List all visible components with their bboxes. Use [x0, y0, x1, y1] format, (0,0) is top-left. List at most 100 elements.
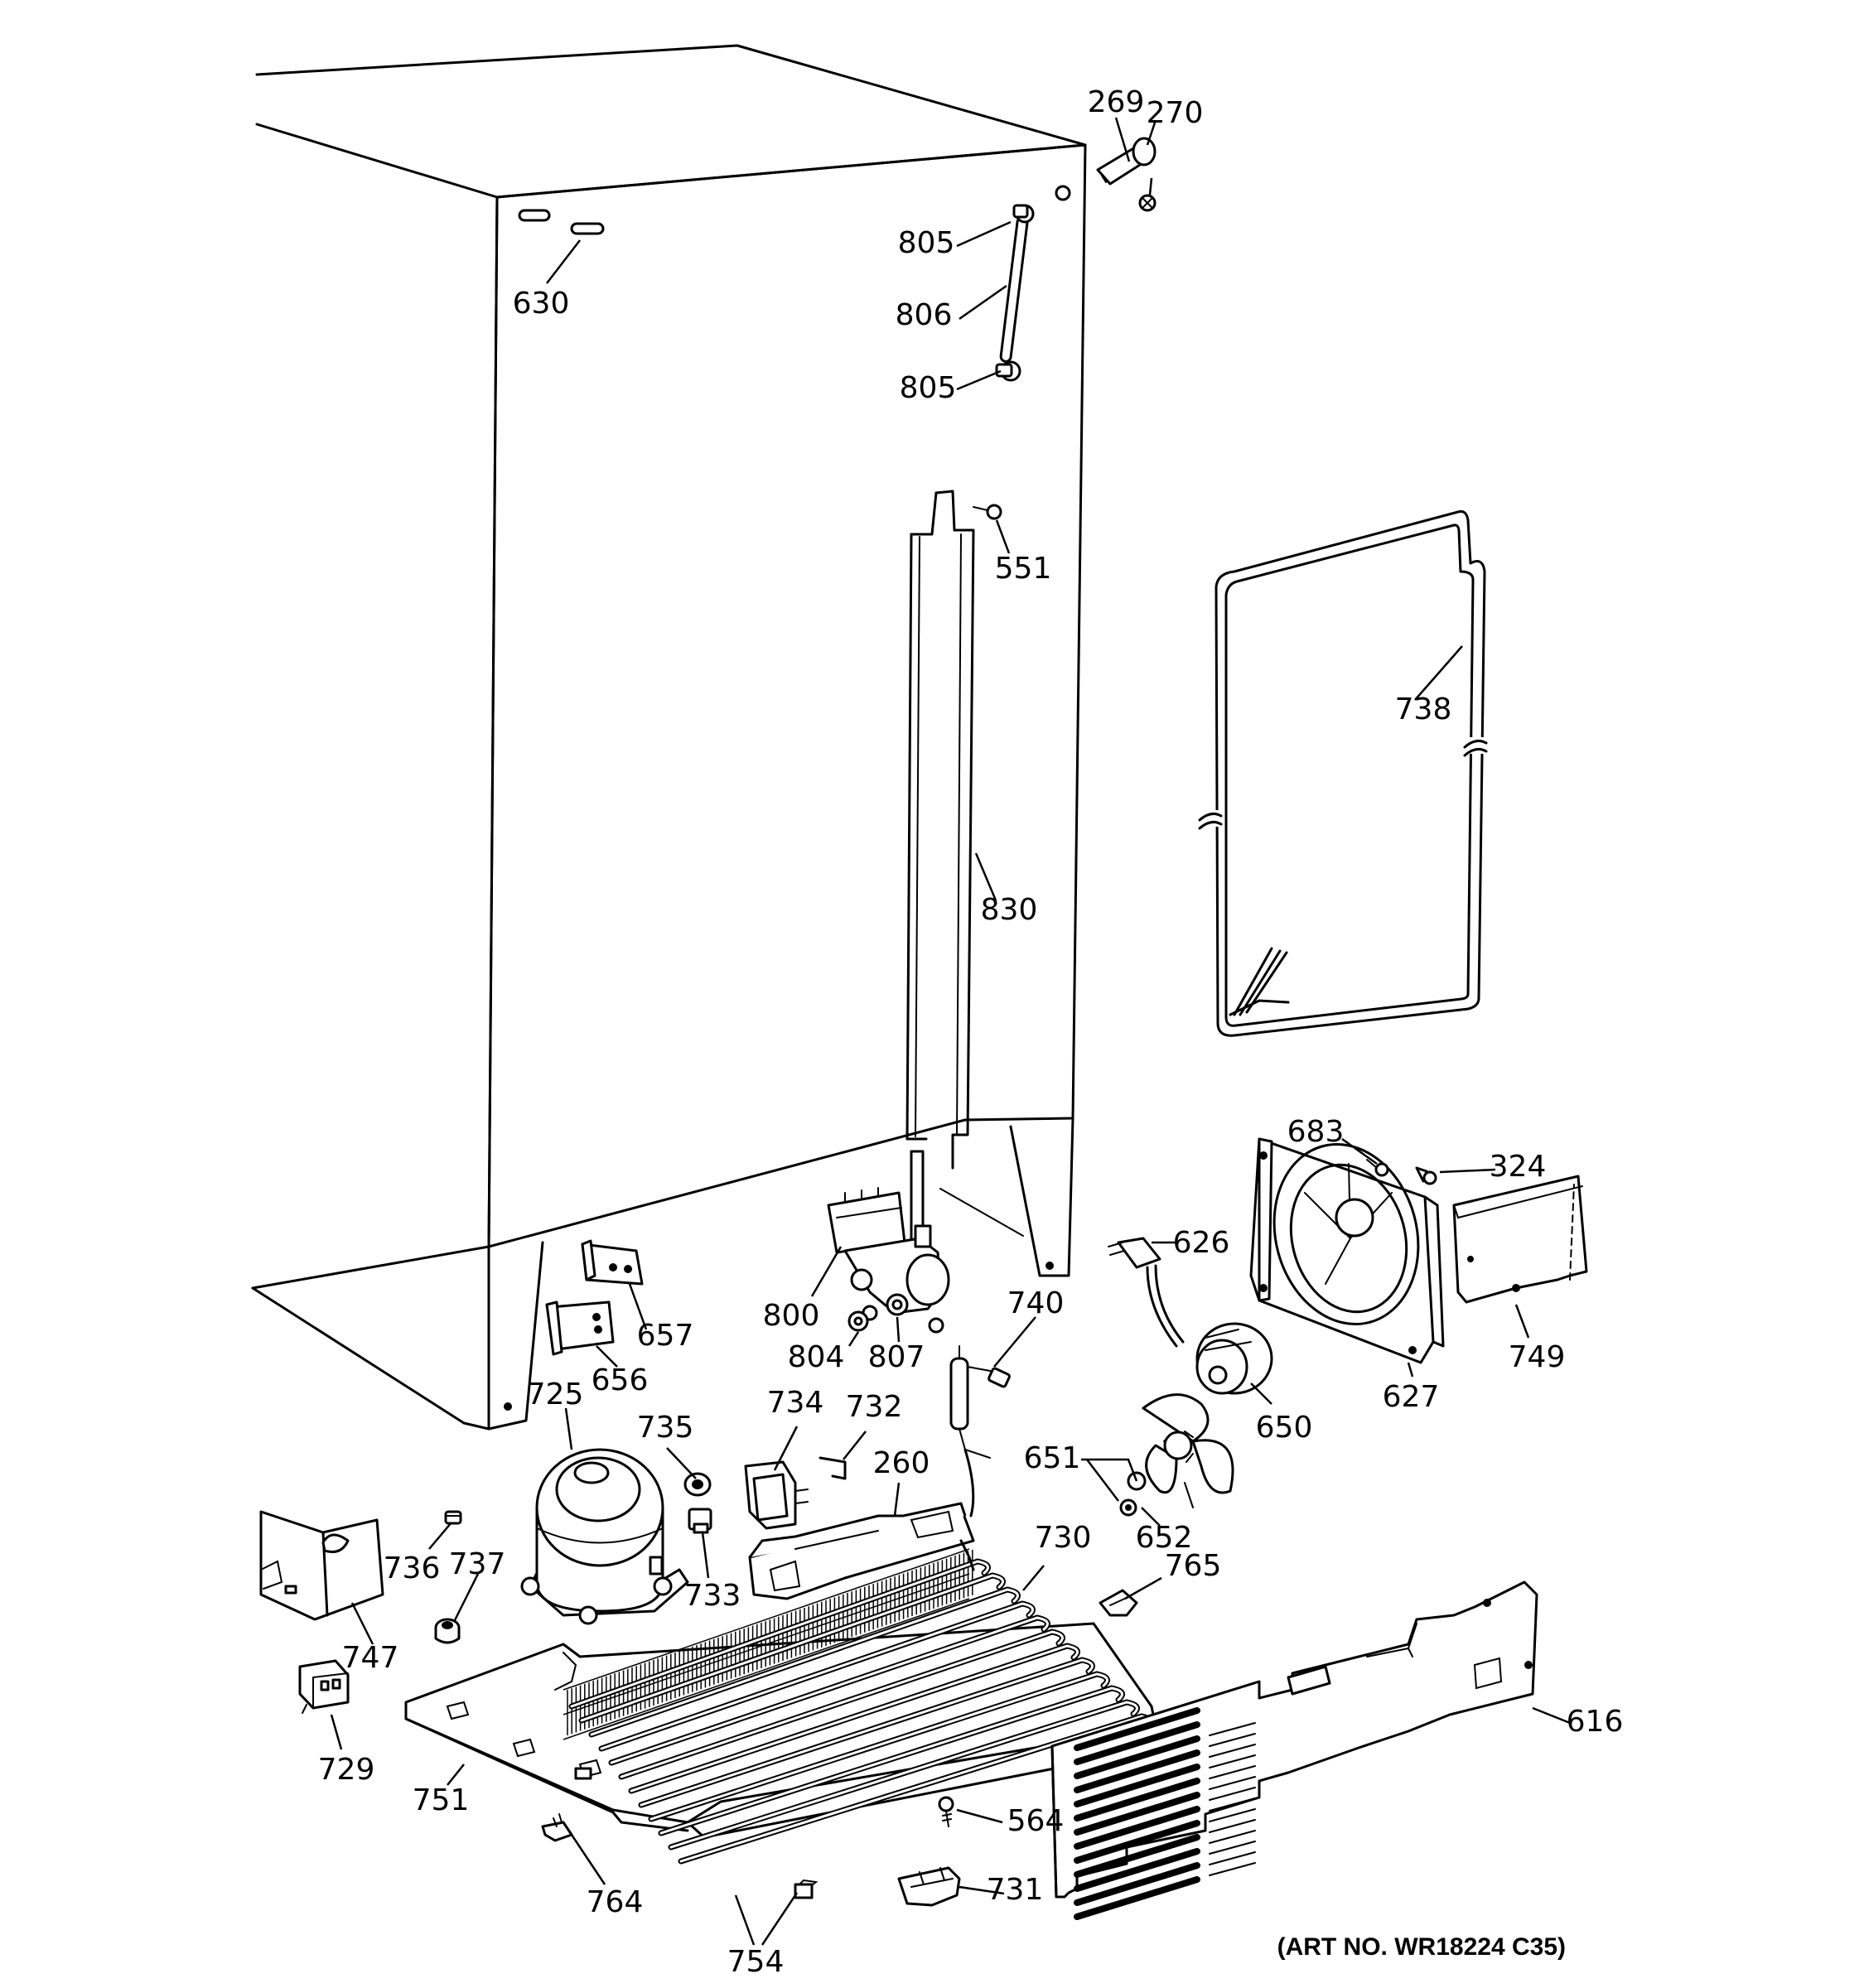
- grille-slot: [1074, 1820, 1200, 1864]
- part-269-270: [1096, 137, 1157, 212]
- grille-rib: [1209, 1830, 1256, 1844]
- washer-652: [1119, 1471, 1147, 1517]
- callout-630: 630: [513, 287, 570, 321]
- part-740: [949, 1345, 1011, 1459]
- grille-rib: [1209, 1776, 1256, 1790]
- grommet-737: [434, 1618, 461, 1644]
- grille-slot: [1074, 1848, 1200, 1892]
- callout-740: 740: [1007, 1286, 1065, 1320]
- compressor-725: [520, 1448, 689, 1625]
- callout-730: 730: [1035, 1521, 1092, 1555]
- coil-run-highlight: [640, 1658, 1094, 1807]
- leader-lines: [330, 117, 1571, 1946]
- callout-805-bottom: 805: [900, 371, 957, 405]
- callout-734: 734: [767, 1386, 824, 1420]
- callout-733: 733: [684, 1579, 741, 1613]
- callout-731: 731: [987, 1873, 1044, 1907]
- nuts-804-807: [847, 1293, 909, 1332]
- bracket-656: [545, 1300, 615, 1356]
- grille-slot: [1074, 1749, 1200, 1793]
- grille-slot: [1074, 1735, 1200, 1779]
- hose-806: [995, 204, 1035, 382]
- callout-564: 564: [1007, 1804, 1065, 1838]
- callout-324: 324: [1490, 1150, 1547, 1184]
- grille-slot: [1074, 1764, 1200, 1807]
- screw-551: [973, 504, 1002, 520]
- grille-slot: [1074, 1876, 1200, 1920]
- grille-slot: [1074, 1806, 1200, 1850]
- grille-slot: [1074, 1862, 1200, 1906]
- callout-627: 627: [1383, 1380, 1440, 1414]
- callout-260: 260: [873, 1446, 930, 1480]
- callout-labels: 269 270 630 805 806 805 551 738 830 683 …: [318, 85, 1624, 1979]
- callout-764: 764: [587, 1885, 644, 1919]
- clip-732: [819, 1456, 847, 1480]
- fan-blade-651: [1142, 1393, 1234, 1508]
- grille-616: [1050, 1580, 1538, 1920]
- screw-324: [1415, 1166, 1437, 1185]
- coil-run-highlight: [600, 1602, 1034, 1750]
- grille-rib: [1209, 1808, 1256, 1822]
- part-729: [298, 1659, 350, 1714]
- callout-747: 747: [342, 1641, 399, 1675]
- relay-734: [744, 1460, 809, 1530]
- motor-650: [1195, 1322, 1273, 1395]
- callout-736: 736: [384, 1551, 441, 1585]
- grille-slot: [1074, 1792, 1200, 1836]
- callout-725: 725: [527, 1378, 584, 1411]
- callout-830: 830: [981, 893, 1038, 927]
- coil-run-highlight: [630, 1644, 1079, 1793]
- callout-270: 270: [1147, 96, 1204, 130]
- grille-slot: [1074, 1834, 1200, 1878]
- callout-738: 738: [1395, 692, 1452, 726]
- callout-737: 737: [449, 1547, 506, 1581]
- fan-shroud-627: [1249, 1137, 1445, 1364]
- cover-747: [259, 1510, 384, 1621]
- cord-626: [1108, 1237, 1185, 1348]
- grille-slot: [1074, 1721, 1200, 1765]
- cover-749: [1452, 1175, 1588, 1304]
- grille-rib: [1209, 1862, 1256, 1876]
- grille-rib: [1209, 1754, 1256, 1768]
- coil-run-highlight: [669, 1701, 1138, 1849]
- coil-run-highlight: [590, 1588, 1019, 1736]
- callout-650: 650: [1256, 1411, 1313, 1445]
- coil-run-highlight: [620, 1630, 1064, 1778]
- callout-806: 806: [896, 298, 953, 332]
- callout-657: 657: [637, 1319, 694, 1353]
- callout-656: 656: [592, 1363, 649, 1397]
- callout-551: 551: [995, 552, 1052, 586]
- callout-729: 729: [318, 1753, 375, 1787]
- callout-735: 735: [637, 1411, 694, 1445]
- part-736: [444, 1510, 462, 1525]
- callout-683: 683: [1287, 1115, 1345, 1149]
- callout-804: 804: [788, 1340, 845, 1374]
- grille-rib: [1209, 1733, 1256, 1747]
- coil-run-highlight: [570, 1560, 989, 1708]
- grille-rib: [1209, 1819, 1256, 1833]
- grille-rib: [1209, 1765, 1256, 1779]
- grille-slot: [1074, 1778, 1200, 1822]
- callout-754: 754: [727, 1945, 785, 1979]
- wire-loop-738: [1196, 510, 1488, 1037]
- art-number: (ART NO. WR18224 C35): [1277, 1933, 1566, 1961]
- callout-732: 732: [846, 1390, 903, 1424]
- grille-rib: [1209, 1797, 1256, 1812]
- callout-616: 616: [1567, 1705, 1624, 1739]
- coil-run-highlight: [610, 1616, 1049, 1764]
- callout-800: 800: [763, 1299, 820, 1333]
- callout-651: 651: [1024, 1441, 1081, 1475]
- coil-run-highlight: [650, 1672, 1108, 1821]
- screw-564: [938, 1796, 954, 1827]
- callout-269: 269: [1088, 85, 1145, 119]
- drain-pan-260: [748, 1502, 975, 1600]
- callout-807: 807: [868, 1340, 925, 1374]
- grille-slot: [1074, 1707, 1200, 1751]
- channel-830: [905, 490, 975, 1170]
- part-731: [897, 1866, 961, 1907]
- callout-751: 751: [413, 1783, 470, 1817]
- grille-rib: [1209, 1722, 1256, 1736]
- part-733: [688, 1508, 712, 1534]
- callout-749: 749: [1509, 1340, 1566, 1374]
